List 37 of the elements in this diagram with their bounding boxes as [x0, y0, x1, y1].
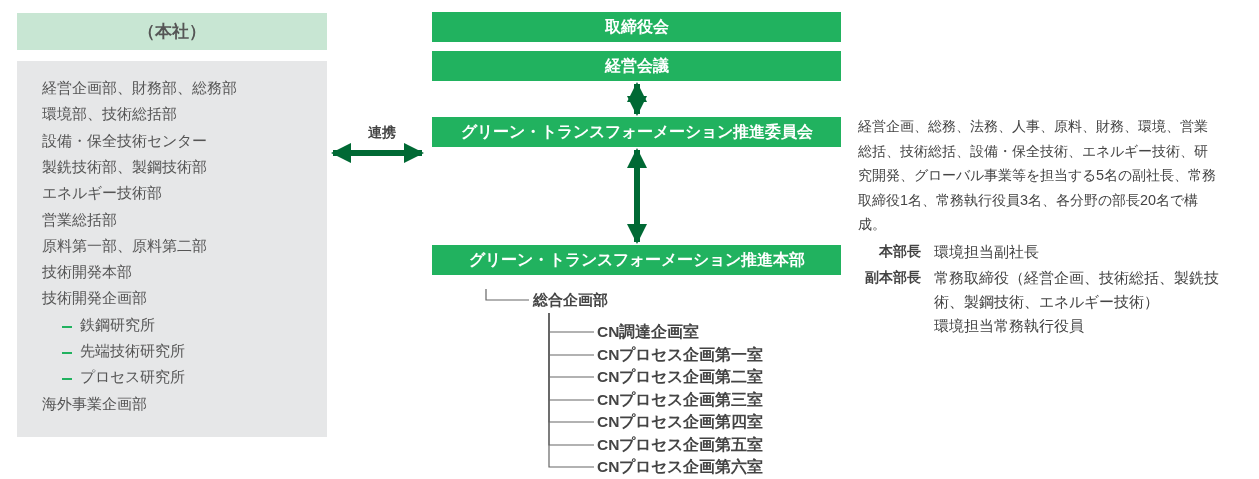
- department-panel: [17, 61, 327, 437]
- department-label: CN調達企画室: [597, 321, 700, 343]
- role-holder: 常務取締役（経営企画、技術総括、製銑技術、製鋼技術、エネルギー技術）: [934, 269, 1220, 312]
- department-name: 経営企画部、財務部、総務部: [42, 78, 237, 98]
- department-label: 総合企画部: [533, 289, 608, 311]
- description-text: 経営企画、総務、法務、人事、原料、財務、環境、営業総括、技術総括、設備・保全技術、エネルギー技術、研究開発、グローバル事業等を担当する5名の副社長、常務取締役1名、常務執行役員3名、各分野の部長20名で構成。: [858, 117, 1217, 234]
- double-arrow: [626, 81, 648, 117]
- double-arrow: [330, 142, 425, 164]
- department-name: 設備・保全技術センター: [42, 130, 207, 151]
- department-label: CNプロセス企画第六室: [597, 456, 764, 478]
- department-label: CNプロセス企画第三室: [597, 389, 764, 411]
- organization-box: グリーン・トランスフォーメーション推進委員会: [432, 117, 841, 147]
- organization-box: 経営会議: [432, 51, 841, 81]
- role-title: 副本部長: [865, 269, 921, 287]
- department-name: プロセス研究所: [80, 367, 185, 388]
- department-name: 環境部、技術総括部: [42, 104, 177, 125]
- connector-line: [485, 288, 530, 301]
- department-name: 鉄鋼研究所: [80, 314, 155, 335]
- department-label: CNプロセス企画第二室: [597, 366, 764, 388]
- department-label: CNプロセス企画第四室: [597, 411, 764, 433]
- department-name: 海外事業企画部: [42, 393, 147, 414]
- department-name: 技術開発企画部: [42, 288, 147, 309]
- role-holder: 環境担当常務執行役員: [934, 317, 1085, 336]
- organization-box: 取締役会: [432, 12, 841, 42]
- role-title: 本部長: [879, 243, 921, 261]
- department-name: 営業総括部: [42, 209, 117, 230]
- double-arrow: [626, 147, 648, 245]
- section-header: （本社）: [17, 13, 327, 50]
- department-name: エネルギー技術部: [42, 183, 162, 204]
- department-label: CNプロセス企画第一室: [597, 344, 764, 366]
- department-name: 製銑技術部、製鋼技術部: [42, 156, 207, 177]
- department-label: CNプロセス企画第五室: [597, 434, 764, 456]
- organization-box: グリーン・トランスフォーメーション推進本部: [432, 245, 841, 275]
- department-name: 先端技術研究所: [80, 341, 185, 361]
- role-holder: 環境担当副社長: [934, 243, 1040, 262]
- department-name: 原料第一部、原料第二部: [42, 235, 207, 256]
- department-name: 技術開発本部: [42, 262, 132, 283]
